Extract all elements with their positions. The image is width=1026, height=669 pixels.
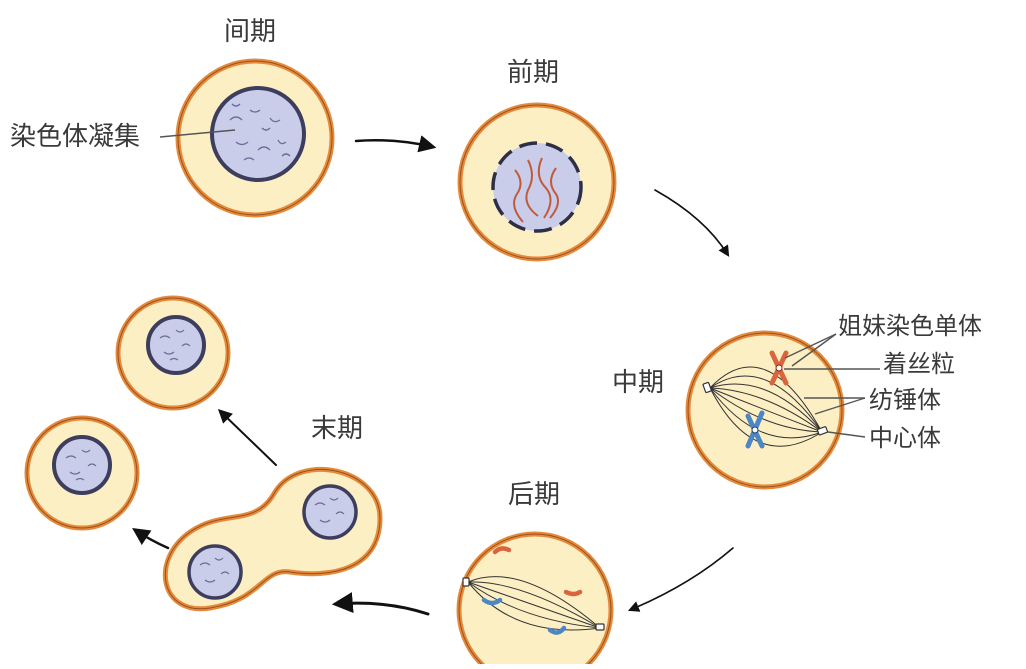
metaphase-leaders bbox=[784, 333, 880, 438]
anaphase-chromatids bbox=[481, 546, 583, 635]
label-centrosome: 中心体 bbox=[869, 424, 941, 452]
arrow-anaphase-to-telophase bbox=[331, 592, 430, 616]
label-chromosome-condensation: 染色体凝集 bbox=[10, 122, 141, 152]
label-metaphase: 中期 bbox=[612, 368, 665, 398]
interphase-cell bbox=[175, 58, 335, 218]
telophase-nucleus-a bbox=[302, 484, 358, 540]
label-anaphase: 后期 bbox=[508, 480, 561, 510]
label-spindle: 纺锤体 bbox=[869, 386, 941, 414]
cycle-arrows bbox=[132, 135, 734, 616]
arrow-prophase-to-metaphase bbox=[654, 189, 730, 257]
condensation-leader bbox=[159, 129, 236, 138]
arrow-metaphase-to-anaphase bbox=[627, 547, 734, 612]
anaphase-centrosomes bbox=[462, 577, 605, 631]
interphase-nucleus bbox=[210, 86, 306, 182]
metaphase-chromosome-blue bbox=[745, 410, 765, 449]
metaphase-centrosomes bbox=[702, 381, 829, 436]
metaphase-chromosome-red bbox=[769, 350, 789, 386]
anaphase-spindle bbox=[467, 576, 601, 631]
arrow-interphase-to-prophase bbox=[354, 135, 437, 153]
telophase-nucleus-b bbox=[187, 544, 243, 600]
telophase-cell bbox=[162, 467, 383, 612]
label-telophase: 末期 bbox=[311, 414, 364, 444]
label-centromere: 着丝粒 bbox=[883, 350, 955, 378]
metaphase-spindle bbox=[709, 366, 823, 447]
metaphase-cell bbox=[685, 330, 845, 490]
prophase-nucleus bbox=[491, 141, 583, 233]
label-prophase: 前期 bbox=[507, 58, 560, 88]
prophase-cell bbox=[457, 102, 617, 262]
arrow-telophase-to-bottom-daughter bbox=[132, 528, 170, 550]
daughter-cell-bottom bbox=[24, 415, 140, 531]
arrow-telophase-to-top-daughter bbox=[217, 409, 277, 466]
anaphase-cell bbox=[456, 531, 614, 669]
label-interphase: 间期 bbox=[224, 17, 277, 47]
daughter-cell-top bbox=[115, 295, 231, 411]
label-sister-chromatids: 姐妹染色单体 bbox=[838, 312, 982, 340]
